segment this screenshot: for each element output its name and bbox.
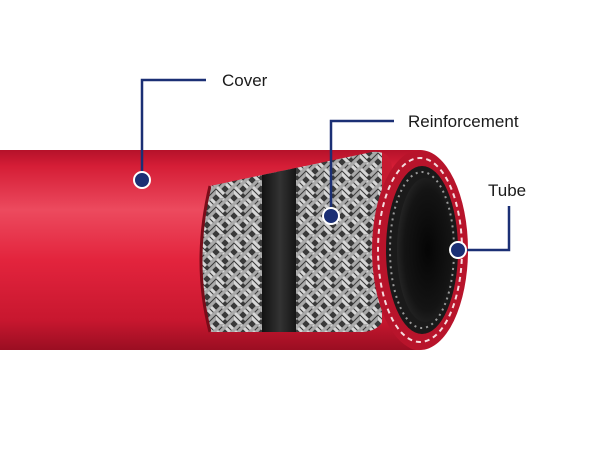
black-interlayer-band: [262, 151, 298, 332]
braid-layer-inner: [296, 151, 382, 332]
reinforcement-marker-dot: [322, 207, 340, 225]
callout-cover: Cover: [133, 71, 268, 189]
tube-marker-dot: [449, 241, 467, 259]
tube-label: Tube: [488, 181, 526, 200]
callout-tube: Tube: [449, 181, 526, 259]
cover-label: Cover: [222, 71, 268, 90]
cover-marker-dot: [133, 171, 151, 189]
hose-end-face: [372, 150, 468, 350]
cutaway-section: [199, 151, 392, 333]
callout-reinforcement: Reinforcement: [322, 112, 519, 225]
tube-bore: [397, 178, 453, 322]
reinforcement-label: Reinforcement: [408, 112, 519, 131]
